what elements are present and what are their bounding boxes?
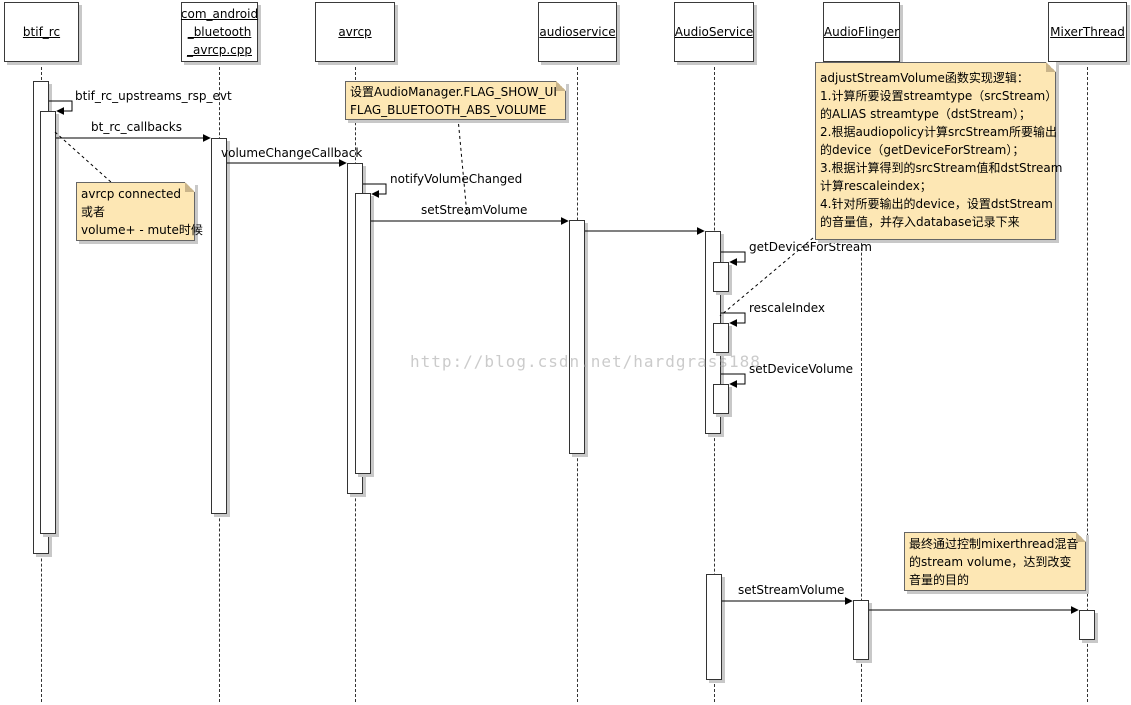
- note-line: FLAG_BLUETOOTH_ABS_VOLUME: [350, 103, 547, 117]
- note-line: 1.计算所要设置streamtype（srcStream）: [820, 89, 1058, 103]
- activation-bar[interactable]: [1079, 610, 1095, 640]
- message-label: getDeviceForStream: [749, 240, 872, 254]
- lifeline-header-label: MixerThread: [1050, 25, 1125, 39]
- note-mixer-thread[interactable]: 最终通过控制mixerthread混音 的stream volume，达到改变 …: [904, 532, 1086, 591]
- note-line: 计算rescaleindex；: [820, 179, 932, 193]
- note-line: 设置AudioManager.FLAG_SHOW_UI: [350, 85, 557, 99]
- note-fold-icon: [556, 81, 566, 91]
- lifeline-header-MixerThread[interactable]: MixerThread: [1048, 2, 1127, 62]
- note-connector: [457, 117, 468, 216]
- note-line: 2.根据audiopolicy计算srcStream所要输出: [820, 125, 1057, 139]
- message-label: setDeviceVolume: [749, 362, 854, 376]
- activation-bar[interactable]: [706, 574, 722, 680]
- message-label: setStreamVolume: [421, 203, 528, 217]
- lifeline-header-AudioService[interactable]: AudioService: [674, 2, 754, 62]
- message-label: setStreamVolume: [738, 583, 845, 597]
- note-connector: [719, 237, 814, 317]
- activation-bar[interactable]: [713, 384, 729, 414]
- lifeline-header-btif-rc[interactable]: btif_rc: [4, 2, 79, 62]
- note-fold-icon: [1046, 62, 1056, 72]
- activation-bar[interactable]: [713, 323, 729, 353]
- activation-bar[interactable]: [853, 600, 869, 660]
- message-label: volumeChangeCallback: [221, 146, 363, 160]
- message-label: btif_rc_upstreams_rsp_evt: [75, 89, 232, 103]
- lifeline-header-label: AudioFlinger: [823, 25, 900, 39]
- lifeline-header-label: audioservice: [539, 25, 616, 39]
- activation-bar[interactable]: [569, 220, 585, 454]
- message-arrow: [721, 373, 746, 388]
- note-fold-icon: [1076, 532, 1086, 542]
- note-line: 的device（getDeviceForStream）；: [820, 143, 1025, 157]
- note-fold-icon: [185, 182, 195, 192]
- note-line: adjustStreamVolume函数实现逻辑：: [820, 71, 1029, 85]
- note-connector: [54, 131, 113, 184]
- activation-bar[interactable]: [713, 262, 729, 292]
- note-line: volume+ - mute时候: [81, 223, 203, 237]
- lifeline-header-label: AudioService: [674, 25, 754, 39]
- watermark: http://blog.csdn.net/hardgrass188: [410, 352, 761, 371]
- lifeline-header-label: avrcp: [338, 25, 372, 39]
- activation-bar[interactable]: [211, 138, 227, 514]
- lifeline-header-label: com_android _bluetooth _avrcp.cpp: [180, 7, 259, 57]
- message-label: bt_rc_callbacks: [91, 120, 182, 134]
- note-line: 的ALIAS streamtype（dstStream）；: [820, 107, 1031, 121]
- note-adjust-stream-volume[interactable]: adjustStreamVolume函数实现逻辑： 1.计算所要设置stream…: [815, 62, 1063, 240]
- note-line: avrcp connected: [81, 187, 181, 201]
- note-line: 3.根据计算得到的srcStream值和dstStream: [820, 161, 1063, 175]
- note-btif-rc[interactable]: avrcp connected 或者 volume+ - mute时候: [76, 182, 203, 241]
- message-arrow: [363, 183, 387, 198]
- note-line: 最终通过控制mixerthread混音: [909, 537, 1079, 551]
- note-avrcp[interactable]: 设置AudioManager.FLAG_SHOW_UI FLAG_BLUETOO…: [345, 81, 566, 120]
- message-arrow: [721, 251, 746, 266]
- message-arrow: [721, 312, 746, 327]
- message-label: rescaleIndex: [749, 301, 826, 315]
- lifeline-header-jni[interactable]: com_android _bluetooth _avrcp.cpp: [181, 2, 258, 62]
- note-line: 或者: [81, 205, 106, 219]
- note-line: 的音量值，并存入database记录下来: [820, 215, 1020, 229]
- message-arrow: [49, 100, 73, 115]
- lifeline-header-avrcp[interactable]: avrcp: [315, 2, 395, 62]
- note-line: 4.针对所要输出的device，设置dstStream: [820, 197, 1053, 211]
- lifeline-header-AudioFlinger[interactable]: AudioFlinger: [823, 2, 900, 62]
- lifeline-header-audioservice[interactable]: audioservice: [538, 2, 617, 62]
- activation-bar[interactable]: [40, 111, 56, 534]
- lifeline-MixerThread: [1087, 62, 1088, 702]
- activation-bar[interactable]: [355, 193, 371, 474]
- note-line: 音量的目的: [909, 573, 970, 587]
- lifeline-AudioFlinger: [861, 62, 862, 702]
- note-line: 的stream volume，达到改变: [909, 555, 1072, 569]
- lifeline-header-label: btif_rc: [22, 25, 61, 39]
- message-label: notifyVolumeChanged: [390, 172, 523, 186]
